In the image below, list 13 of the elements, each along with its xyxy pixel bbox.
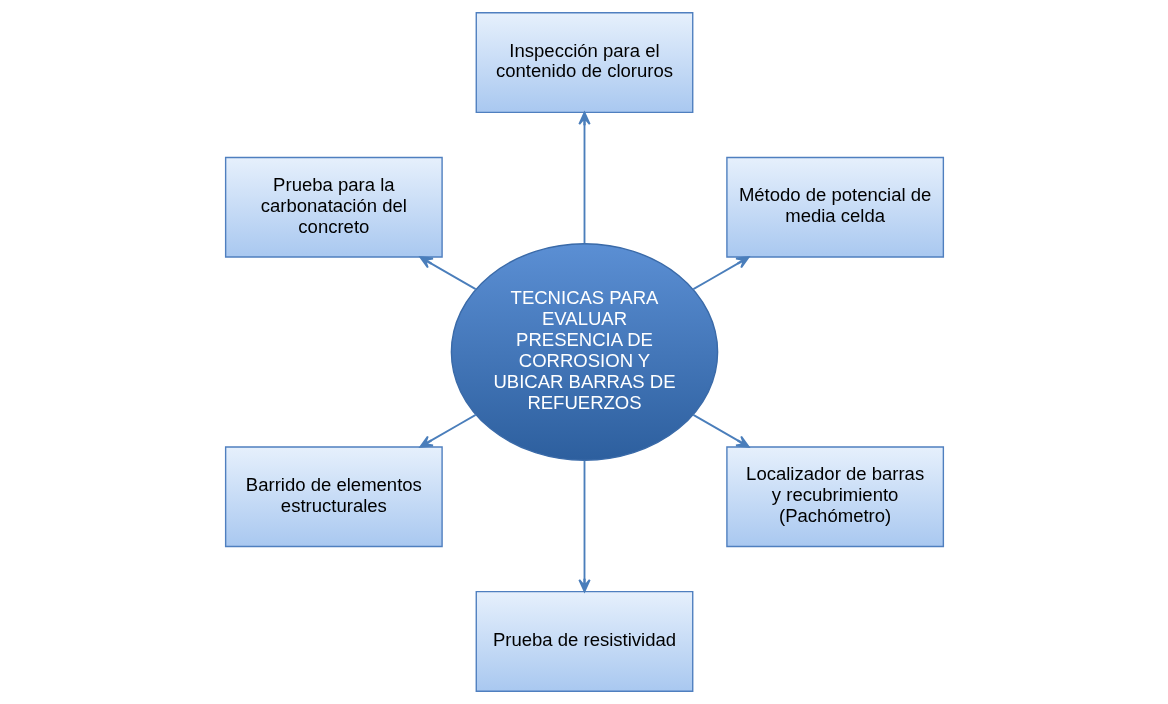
- node-box: Localizador de barras y recubrimiento (Pachómetro): [725, 446, 944, 548]
- node-box: Barrido de elementos estructurales: [224, 446, 443, 548]
- arrow: [577, 459, 591, 593]
- arrow: [418, 256, 477, 291]
- node-box: Inspección para el contenido de cloruros: [475, 12, 693, 114]
- node-box: Prueba de resistividad: [475, 590, 693, 692]
- node-box: Método de potencial de media celda: [725, 156, 944, 258]
- arrow: [418, 413, 477, 448]
- arrow: [691, 413, 750, 448]
- node-box: Prueba para la carbonatación del concreto: [224, 156, 443, 258]
- arrow: [691, 256, 750, 291]
- arrow: [577, 111, 591, 245]
- node-ellipse: TECNICAS PARA EVALUAR PRESENCIA DE CORROSION Y UBICAR BARRAS DE REFUERZOS: [450, 243, 718, 461]
